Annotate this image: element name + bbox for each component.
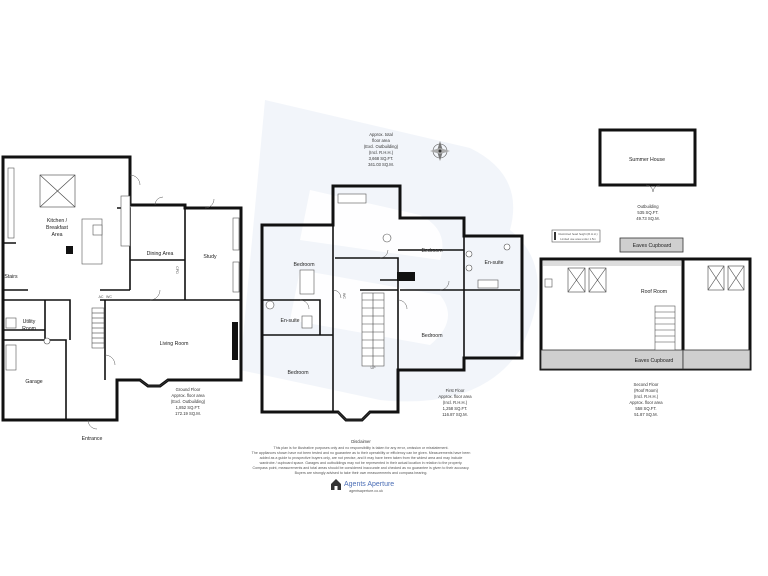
room-label-garage: Garage [25,379,42,385]
room-label-roof-room: Roof Room [641,289,667,295]
first-floor-sqft: 1,258 SQ.FT. [443,406,468,411]
ground-floor-sqft: 1,852 SQ.FT. [176,405,201,410]
roof-window-2 [588,267,607,293]
room-label-kitchen-1: Kitchen / [47,218,68,224]
outbuilding-plan [598,128,697,193]
brand-name: Agents Aperture [344,481,394,488]
room-label-living: Living Room [160,341,189,347]
second-floor-line3: (Incl. R.H.H.) [634,394,659,399]
roof-window-3 [707,265,725,291]
room-label-ac: AC [99,295,104,299]
ground-floor-plan [1,155,243,430]
room-label-bedroom-d: Bedroom [421,333,442,339]
room-label-study: Study [203,254,217,260]
room-label-kitchen-3: Area [52,232,63,238]
roof-window-1 [567,267,586,293]
first-floor-line2: Approx. floor area [438,394,472,399]
room-label-ensuite-a: En-suite [280,318,299,324]
room-label-bedroom-a: Bedroom [293,262,314,268]
total-area-line2: floor area [372,138,390,143]
ground-floor-sqm: 172.19 SQ.M. [175,411,201,416]
second-floor-line4: Approx. floor area [629,400,663,405]
room-label-wc: WC [106,295,112,299]
stairs-up-label: UP [371,366,377,370]
total-area-line1: Approx. total [369,132,393,137]
outbuilding-sqm: 49.73 SQ.M. [636,216,660,221]
disclaimer-title: Disclaimer [351,439,371,444]
second-stairs [654,305,676,351]
ground-floor-line2: Approx. floor area [171,393,205,398]
disclaimer-line4: wardrobe / cupboard space. Garages and o… [260,461,463,465]
room-label-summer-house: Summer House [629,157,665,163]
room-label-bedroom-b: Bedroom [287,370,308,376]
disclaimer-line1: This plan is for illustrative purposes o… [274,446,449,450]
second-floor-title: Second Floor [634,382,660,387]
room-label-bedroom-c: Bedroom [421,248,442,254]
ground-stairs [91,307,105,349]
total-area-line3: (Excl. Outbuilding) [364,144,399,149]
room-label-cpd: CPD [175,266,179,274]
brand-url: agentsaperture.co.uk [349,489,383,493]
rhh-key-line2: Limited use area under 1.5m [560,237,596,241]
room-label-utility-1: Utility [23,319,36,325]
second-floor-sqft: 558 SQ.FT. [635,406,656,411]
first-floor-sqm: 116.87 SQ.M. [442,412,468,417]
second-floor-line2: (Roof Room) [634,388,659,393]
total-area-sqm: 341.03 SQ.M. [368,162,394,167]
disclaimer-line5: Compass point, measurements and total ar… [253,466,470,470]
room-label-ensuite-b: En-suite [484,260,503,266]
first-floor-title: First Floor [446,388,465,393]
room-label-first-wc: WC [342,293,346,299]
agent-logo-icon [331,479,341,490]
compass-icon [430,141,450,161]
disclaimer-line3: added as a guide to prospective buyers o… [260,456,463,460]
rhh-key [551,229,601,243]
disclaimer-line6: Buyers are strongly advised to take thei… [295,471,428,475]
total-area-line4: (Incl. R.H.H.) [369,150,394,155]
room-label-eaves-top: Eaves Cupboard [633,243,672,249]
first-floor-plan [260,184,524,422]
ground-floor-line3: (Excl. Outbuilding) [171,399,206,404]
room-label-eaves-bottom: Eaves Cupboard [635,358,674,364]
first-stairs [361,292,385,367]
second-floor-sqm: 51.87 SQ.M. [634,412,658,417]
room-label-kitchen-2: Breakfast [46,225,68,231]
ground-floor-title: Ground Floor [176,387,201,392]
roof-window-4 [727,265,745,291]
room-label-dining: Dining Area [147,251,174,257]
total-area-sqft: 3,668 SQ.FT. [369,156,394,161]
first-floor-line3: (Incl. R.H.H.) [443,400,468,405]
entrance-label: Entrance [82,436,103,442]
room-label-stairs: Stairs [4,274,18,280]
second-floor-plan [539,237,752,371]
outbuilding-sqft: 535 SQ.FT. [637,210,658,215]
room-label-utility-2: Room [22,326,36,332]
disclaimer-line2: The appliances shown have not been teste… [252,451,471,455]
rhh-key-line1: Restricted head height (R.H.H.) [558,232,597,236]
outbuilding-title: Outbuilding [637,204,659,209]
